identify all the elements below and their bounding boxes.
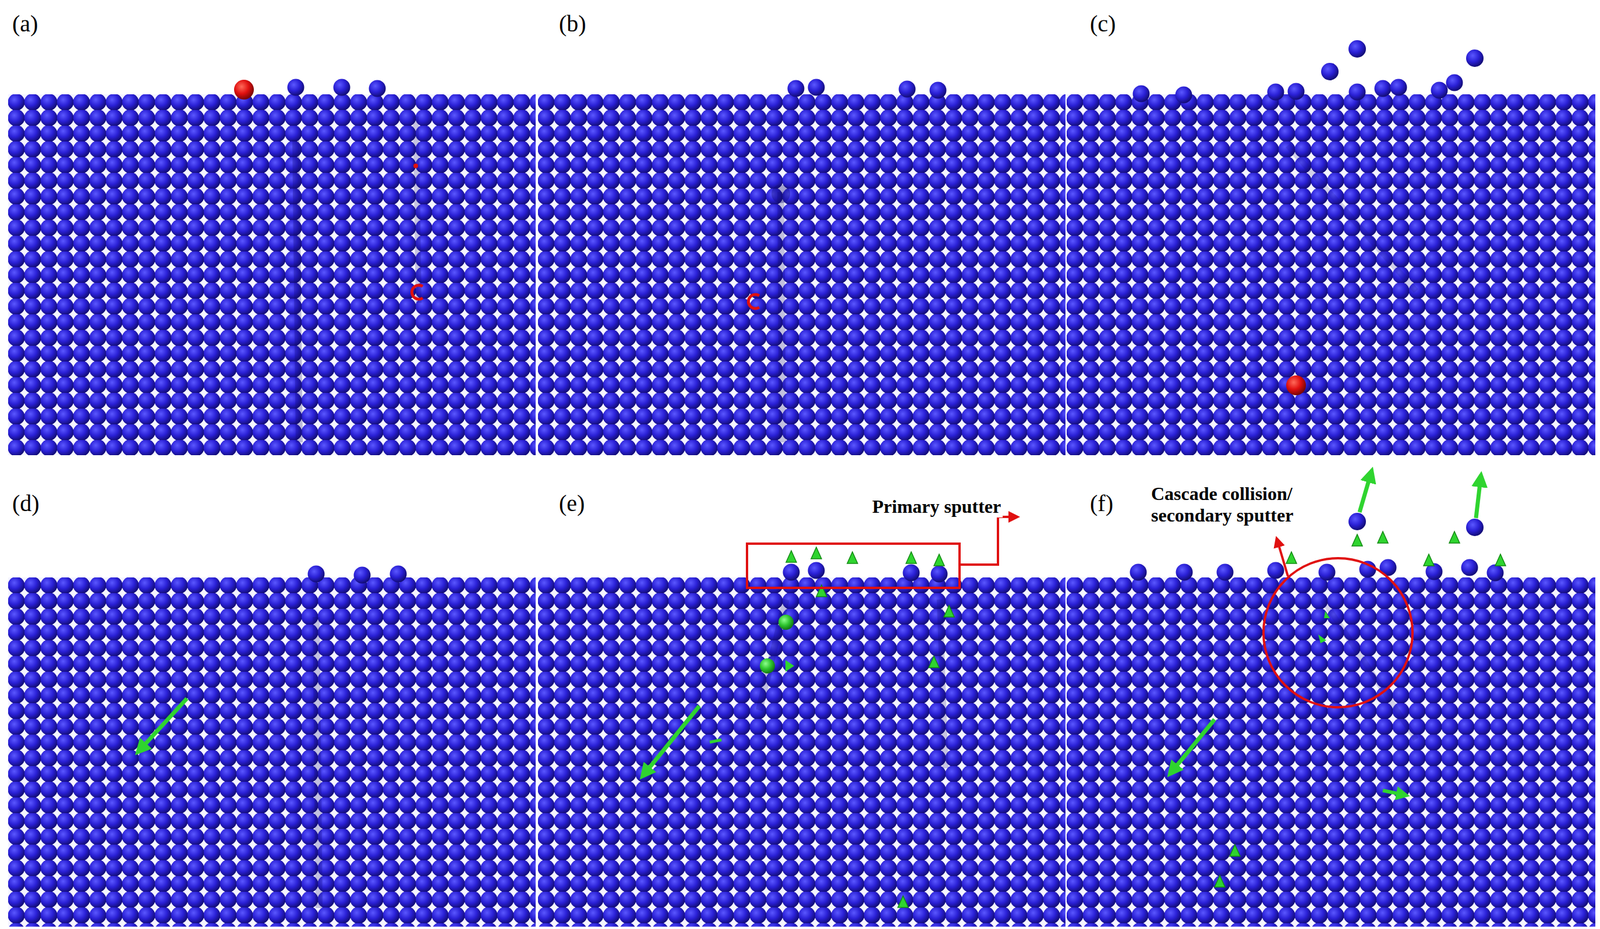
panel-letter: (e): [558, 490, 585, 518]
panel-letter: (c): [1089, 10, 1116, 38]
md-panel: [537, 0, 1066, 460]
md-panel: [1066, 459, 1596, 929]
md-panel: [537, 459, 1066, 929]
panel-letter: (a): [12, 10, 38, 38]
panel-letter: (d): [12, 490, 40, 518]
panel-letter: (b): [558, 10, 587, 38]
md-panel: [8, 0, 536, 460]
md-panel: [8, 459, 536, 929]
annotation-label: Primary sputter: [870, 496, 1003, 518]
annotation-label: Cascade collision/ secondary sputter: [1149, 483, 1328, 527]
panel-letter: (f): [1089, 490, 1114, 518]
md-panel: [1066, 0, 1596, 460]
